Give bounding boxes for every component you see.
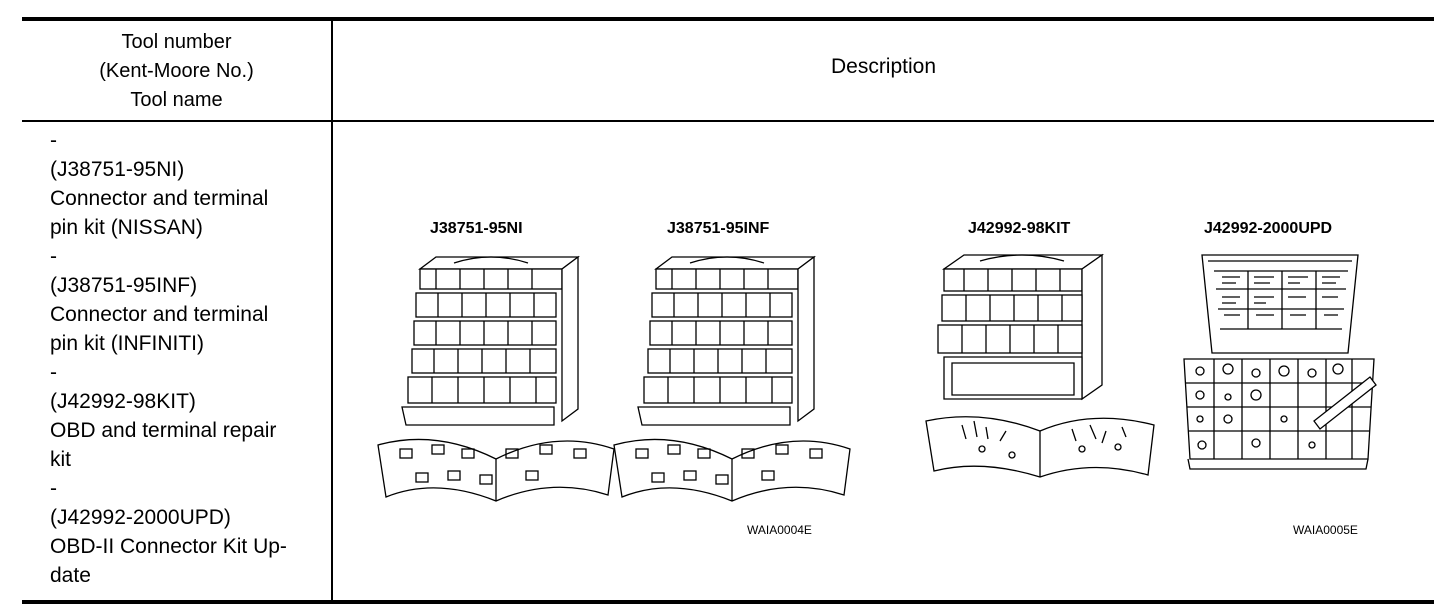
tool-line: (J38751-95NI) (50, 158, 185, 181)
kit-label-update: J42992-2000UPD (1204, 220, 1333, 237)
tool-line: (J42992-98KIT) (50, 390, 196, 413)
tool-name-heading: Tool name (130, 89, 223, 111)
tool-line: (J38751-95INF) (50, 274, 198, 297)
tool-line: OBD and terminal repair (50, 419, 277, 442)
kit-label-obd: J42992-98KIT (968, 220, 1071, 237)
connector-kit-cabinet-illustration (613, 255, 851, 502)
table-top-rule (22, 17, 1434, 21)
kit-label-infiniti: J38751-95INF (667, 220, 770, 237)
tool-line: - (50, 361, 57, 384)
header-separator (22, 120, 1434, 122)
tool-number-heading: Tool number (121, 31, 232, 53)
tool-line: - (50, 477, 57, 500)
description-column-header: Description (830, 55, 937, 78)
tool-column-header: Tool number (Kent-Moore No.) Tool name (22, 28, 331, 115)
kit-label-nissan: J38751-95NI (430, 220, 523, 237)
column-divider (331, 21, 333, 600)
tool-line: - (50, 129, 57, 152)
tool-table: Tool number (Kent-Moore No.) Tool name D… (22, 17, 1434, 604)
tool-line: pin kit (INFINITI) (50, 332, 205, 355)
connector-kit-update-tray-illustration (1183, 254, 1377, 470)
kent-moore-heading: (Kent-Moore No.) (99, 60, 254, 82)
figure-code-right: WAIA0005E (1293, 523, 1358, 537)
table-bottom-rule (22, 600, 1434, 604)
connector-kit-cabinet-illustration (377, 255, 615, 502)
tool-line: OBD-II Connector Kit Up- (50, 535, 287, 558)
tool-line: date (50, 564, 91, 587)
tool-line: kit (50, 448, 71, 471)
obd-repair-kit-illustration (925, 253, 1155, 478)
tool-line: (J42992-2000UPD) (50, 506, 231, 529)
figure-code-left: WAIA0004E (747, 523, 812, 537)
tool-line: Connector and terminal (50, 187, 269, 210)
tool-line: pin kit (NISSAN) (50, 216, 203, 239)
tool-line: - (50, 245, 57, 268)
tool-line: Connector and terminal (50, 303, 269, 326)
tool-list: - (J38751-95NI) Connector and terminal p… (50, 126, 325, 590)
